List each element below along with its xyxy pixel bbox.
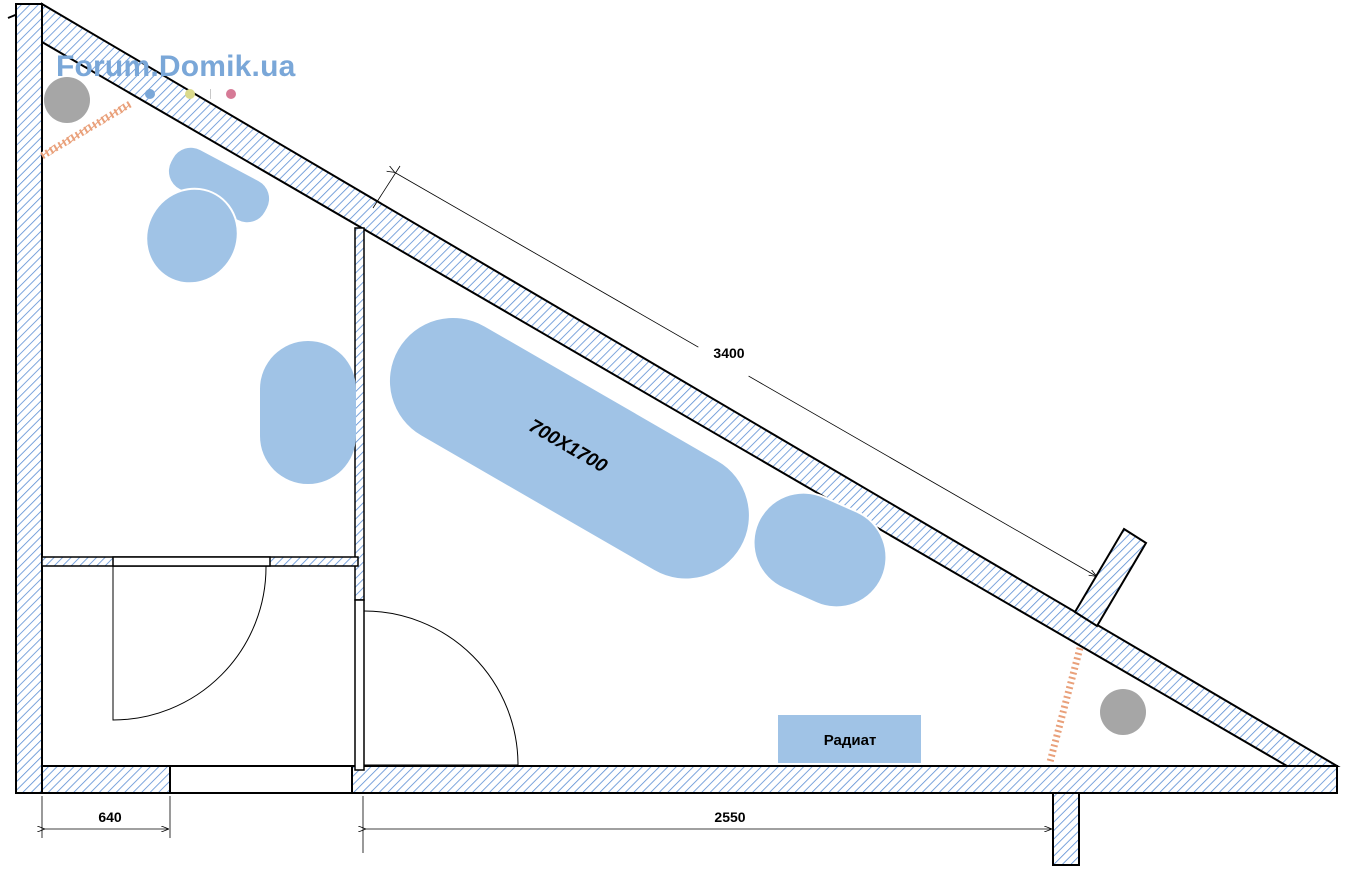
watermark-dot-yellow xyxy=(185,89,195,99)
watermark-dot-pink xyxy=(226,89,236,99)
entrance-opening xyxy=(169,765,353,794)
window-bottom-right xyxy=(1046,647,1084,763)
radiator-label: Радиат xyxy=(824,732,877,749)
bottom-stub-wall xyxy=(1052,792,1080,866)
toilet-bowl xyxy=(145,187,239,285)
riser-pipe-right xyxy=(1100,689,1146,735)
sloped-exterior-wall xyxy=(41,2,1341,767)
sink xyxy=(260,341,356,484)
bathroom-door-swing xyxy=(363,610,519,766)
dimension-640: 640 xyxy=(98,809,122,825)
bathroom-door-leaf xyxy=(354,599,365,771)
wc-door-swing xyxy=(112,565,267,721)
sloped-stub-wall xyxy=(1073,527,1148,628)
riser-pipe-left xyxy=(44,77,90,123)
radiator xyxy=(778,715,921,763)
watermark-dot-blue xyxy=(145,89,155,99)
dimension-2550: 2550 xyxy=(714,809,745,825)
interior-partition xyxy=(354,227,365,601)
dimension-3400: 3400 xyxy=(713,345,744,361)
toilet-tank xyxy=(168,147,270,223)
wc-door-opening xyxy=(112,556,271,567)
watermark-title: Forum.Domik.ua xyxy=(56,50,296,83)
bottom-wall-right xyxy=(351,765,1338,794)
bottom-wall-left xyxy=(41,765,171,794)
left-exterior-wall xyxy=(15,3,43,794)
watermark-divider xyxy=(210,89,211,99)
